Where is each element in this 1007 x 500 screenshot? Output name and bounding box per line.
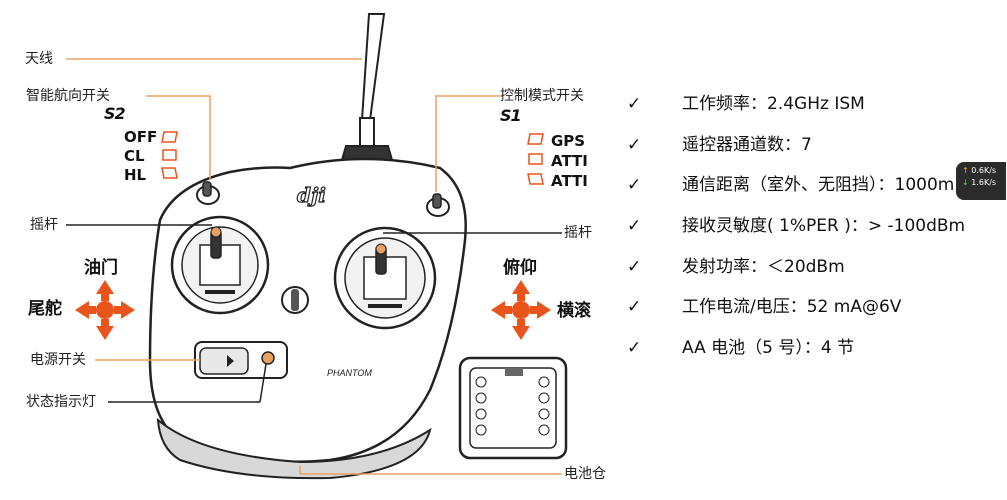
spec-item: ✓ 工作电流/电压：52 mA@6V — [627, 297, 902, 317]
left-direction-arrows — [75, 280, 135, 340]
pitch-label: 俯仰 — [503, 258, 537, 278]
download-speed: 1.6K/s — [971, 178, 997, 187]
antenna-drawing — [340, 13, 394, 161]
leader-lines — [66, 58, 562, 475]
check-icon: ✓ — [627, 135, 642, 155]
controller-bottom-band — [156, 417, 432, 480]
upload-arrow-icon: ↑ — [962, 166, 969, 175]
s2-switch-drawing — [196, 181, 220, 205]
s2-switch-label: 智能航向开关 — [26, 88, 110, 104]
roll-label: 横滚 — [557, 301, 591, 321]
check-icon: ✓ — [627, 216, 642, 236]
check-icon: ✓ — [627, 338, 642, 358]
check-icon: ✓ — [627, 257, 642, 277]
check-icon: ✓ — [627, 94, 642, 114]
battery-label: 电池仓 — [564, 466, 606, 482]
s2-mode-cl: CL — [124, 147, 145, 165]
check-icon: ✓ — [627, 175, 642, 195]
download-arrow-icon: ↓ — [962, 178, 969, 187]
s1-switch-label: 控制模式开关 — [500, 88, 584, 104]
spec-item: ✓ 发射功率：＜20dBm — [627, 257, 845, 277]
throttle-label: 油门 — [84, 258, 118, 278]
s2-logo: S2 — [104, 104, 126, 123]
status-led-label: 状态指示灯 — [26, 394, 96, 410]
right-direction-arrows — [491, 280, 551, 340]
network-speed-widget[interactable]: ↑ 0.6K/s ↓ 1.6K/s — [956, 162, 1006, 200]
check-icon: ✓ — [627, 297, 642, 317]
spec-item: ✓ AA 电池（5 号）：4 节 — [627, 338, 855, 358]
right-stick-drawing — [333, 226, 437, 330]
upload-speed: 0.6K/s — [971, 166, 997, 175]
s1-mode-atti-2: ATTI — [551, 172, 588, 190]
rudder-label: 尾舵 — [28, 299, 62, 319]
s1-mode-icons — [527, 133, 544, 185]
left-stick-drawing — [170, 215, 270, 315]
left-stick-label: 摇杆 — [30, 217, 58, 233]
s2-mode-icons — [161, 131, 178, 179]
power-panel-drawing — [194, 341, 288, 379]
dji-logo: dji — [297, 183, 326, 207]
s2-mode-hl: HL — [124, 166, 147, 184]
battery-compartment-drawing — [458, 356, 568, 460]
right-stick-label: 摇杆 — [564, 225, 592, 241]
s2-mode-off: OFF — [124, 128, 158, 146]
s1-mode-gps: GPS — [551, 132, 586, 150]
s1-mode-atti-1: ATTI — [551, 152, 588, 170]
spec-item: ✓ 遥控器通道数：7 — [627, 135, 812, 155]
phantom-logo: PHANTOM — [327, 368, 372, 378]
s1-logo: S1 — [500, 106, 522, 125]
spec-item: ✓ 接收灵敏度( 1%PER )：> -100dBm — [627, 216, 966, 236]
power-switch-label: 电源开关 — [30, 352, 86, 368]
s1-switch-drawing — [426, 193, 450, 217]
spec-item: ✓ 通信距离（室外、无阻挡）：1000m — [627, 175, 955, 195]
spec-item: ✓ 工作频率：2.4GHz ISM — [627, 94, 865, 114]
antenna-label: 天线 — [25, 51, 53, 67]
